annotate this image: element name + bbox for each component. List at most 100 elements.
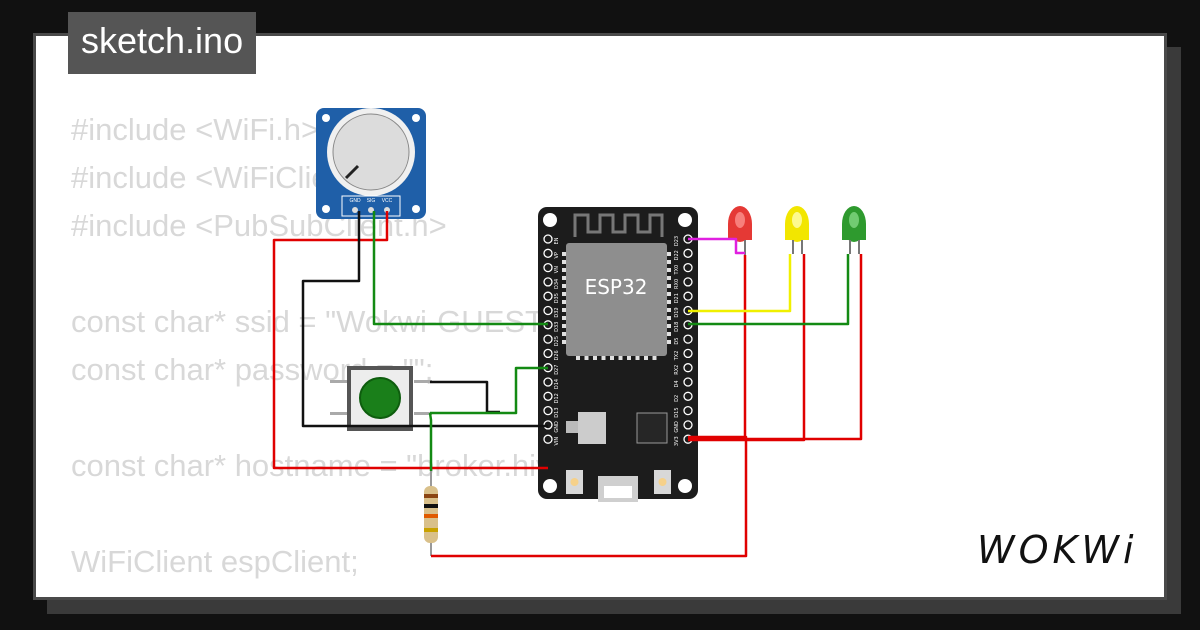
board-pin[interactable] [683, 277, 693, 287]
wire-button-gnd[interactable] [430, 380, 500, 414]
board-pin-label: D18 [674, 322, 680, 332]
board-pin-label: VIN [554, 437, 560, 446]
board-pin-label: D23 [674, 236, 680, 246]
wire-button-pin[interactable] [430, 366, 548, 415]
board-pin-label: VP [554, 252, 560, 258]
potentiometer[interactable]: GND SIG VCC [316, 108, 426, 219]
file-name-tag: sketch.ino [68, 12, 257, 74]
board-pin[interactable] [683, 405, 693, 416]
board-pin-label: RX0 [674, 279, 680, 289]
resistor [424, 470, 438, 556]
board-pin-label: D33 [554, 322, 560, 332]
wire-led-green-gnd[interactable] [688, 254, 863, 441]
board-pin-label: TX0 [674, 265, 680, 276]
board-pin-label: D34 [554, 279, 560, 289]
board-pin[interactable] [683, 363, 693, 373]
board-pin[interactable] [683, 377, 693, 387]
esp32-board[interactable]: ESP32 ENVPVND34D35D32D33D25D26D27D14D12D… [538, 207, 698, 502]
board-pin[interactable] [543, 291, 553, 301]
board-pin[interactable] [543, 405, 553, 416]
module-pad [667, 292, 671, 296]
board-pin[interactable] [543, 248, 553, 258]
board-pin-label: D12 [554, 393, 560, 403]
board-pin-label: D27 [554, 365, 560, 375]
module-pad [562, 252, 566, 256]
board-pin-label: D2 [674, 395, 680, 402]
board-pin[interactable] [683, 334, 693, 344]
board-pin[interactable] [683, 248, 693, 258]
code-line: #include <WiFi.h> [71, 112, 320, 147]
wire-pot-gnd[interactable] [301, 211, 548, 428]
module-pad [667, 284, 671, 288]
board-pin[interactable] [543, 277, 553, 287]
module-pad [562, 276, 566, 280]
pot-pin-label: SIG [367, 198, 376, 204]
module-pad [644, 356, 648, 360]
code-line: WiFiClient espClient; [71, 544, 359, 579]
pot-pin-label: VCC [382, 198, 393, 204]
board-pin[interactable] [543, 334, 553, 344]
push-button[interactable] [330, 366, 432, 431]
board-pin-label: GND [674, 421, 680, 433]
board-pin[interactable] [683, 291, 693, 301]
board-pin-label: RX2 [674, 365, 680, 375]
module-pad [576, 356, 580, 360]
board-pin[interactable] [543, 234, 553, 244]
board-pin-label: D22 [674, 250, 680, 260]
pot-pin-label: GND [349, 198, 361, 204]
wire-resistor-3v3[interactable] [431, 435, 748, 558]
board-pin[interactable] [683, 391, 693, 401]
board-pin-label: D21 [674, 293, 680, 303]
board-pin[interactable] [543, 377, 553, 387]
module-pad [584, 356, 589, 360]
board-pin-label: D14 [554, 379, 560, 389]
board-pin[interactable] [543, 262, 553, 273]
module-pad [667, 308, 671, 312]
module-pad [562, 324, 566, 328]
wire-led-yellow[interactable] [688, 254, 792, 313]
usb-chip [636, 412, 668, 444]
module-pad [667, 340, 671, 344]
led-green[interactable] [842, 206, 866, 254]
board-pin[interactable] [683, 420, 693, 430]
module-pad [562, 332, 566, 336]
board-pin-label: TX2 [674, 351, 680, 362]
board-pin[interactable] [683, 262, 693, 273]
board-pin-label: 3V3 [674, 436, 680, 446]
board-pin[interactable] [543, 434, 553, 444]
esp32-module [566, 243, 667, 356]
board-pin-label: EN [554, 237, 560, 244]
module-pad [667, 332, 671, 336]
module-pad [562, 300, 566, 304]
wire-led-green[interactable] [688, 254, 850, 326]
board-pin-label: D4 [674, 380, 680, 387]
module-pad [562, 284, 566, 288]
wire-pot-vcc[interactable] [272, 211, 548, 470]
module-pad [667, 316, 671, 320]
module-pad [627, 356, 631, 360]
board-pin-label: D13 [554, 407, 560, 417]
board-pin[interactable] [543, 391, 553, 401]
board-pin-label: VN [554, 266, 560, 273]
led-red[interactable] [728, 206, 752, 255]
led-yellow[interactable] [785, 206, 809, 254]
module-pad [610, 356, 614, 360]
board-pin[interactable] [543, 348, 553, 359]
board-pin-label: GND [554, 421, 560, 433]
wire-led-red[interactable] [688, 237, 745, 255]
code-line: PubSubClient client(espClient); [71, 586, 699, 597]
wire-pot-sig[interactable] [372, 211, 548, 326]
wire-resistor-button[interactable] [428, 412, 433, 471]
module-pad [562, 308, 566, 312]
module-pad [562, 340, 566, 344]
board-pin[interactable] [683, 348, 693, 359]
module-pad [635, 356, 640, 360]
board-pin[interactable] [543, 305, 553, 316]
board-pin-label: D15 [674, 407, 680, 417]
module-pad [562, 260, 566, 264]
module-pad [562, 268, 566, 272]
board-pin-label: D5 [674, 338, 680, 345]
module-pad [618, 356, 623, 360]
board-pin-label: D26 [554, 350, 560, 360]
board-pin-label: D19 [674, 307, 680, 317]
